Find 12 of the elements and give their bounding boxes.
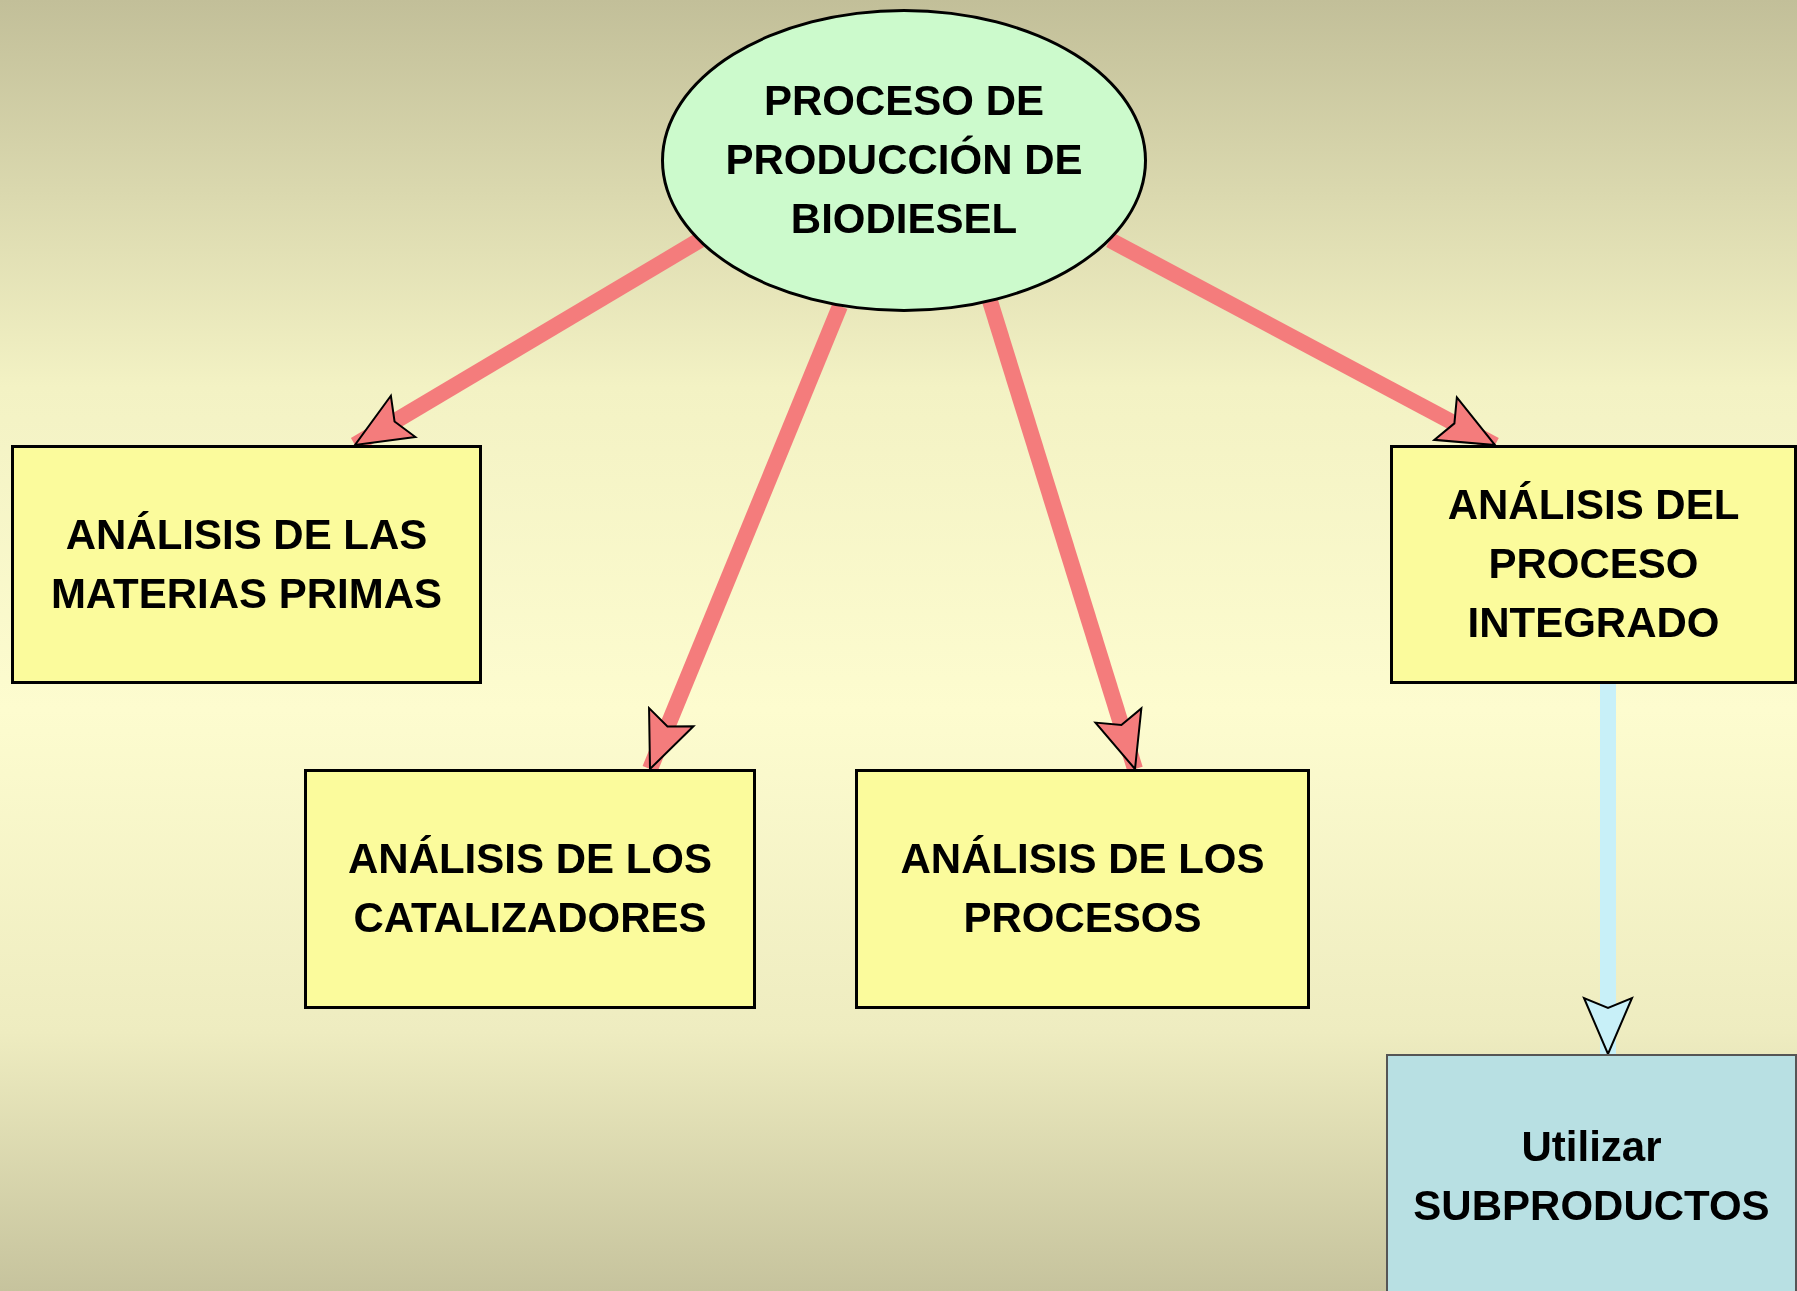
node-label: ANÁLISIS DE LOS CATALIZADORES [346, 834, 713, 943]
node-label: ANÁLISIS DEL PROCESO INTEGRADO [1446, 480, 1741, 648]
process-box [304, 769, 756, 1009]
node-label: ANÁLISIS DE LOS PROCESOS [899, 834, 1266, 943]
node-label: Utilizar SUBPRODUCTOS [1412, 1121, 1771, 1231]
process-box [855, 769, 1310, 1009]
node-label: PROCESO DE PRODUCCIÓN DE BIODIESEL [724, 76, 1084, 244]
node-label: ANÁLISIS DE LAS MATERIAS PRIMAS [49, 509, 444, 619]
process-box [11, 445, 482, 684]
arrow [1583, 684, 1633, 1055]
process-box [1386, 1054, 1797, 1291]
process-box [1390, 445, 1797, 684]
